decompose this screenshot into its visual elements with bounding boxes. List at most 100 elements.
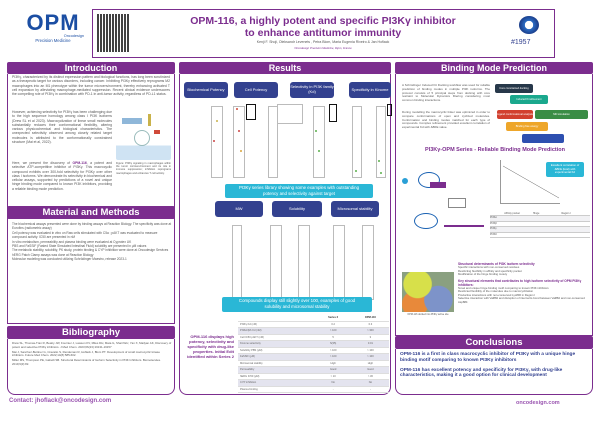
table-cell: > 100: [367, 348, 374, 352]
footer-url[interactable]: oncodesign.com: [516, 400, 560, 406]
structural-determinants: Structural determinants of PI3K isoform …: [458, 262, 585, 304]
methods-list: The biochemical assays presented were do…: [12, 222, 172, 262]
docking-caption: OPM-116 docked into PI3Kγ active site: [407, 313, 449, 316]
conclusions-header: Conclusions: [395, 336, 593, 349]
methods-header: Material and Methods: [7, 206, 175, 219]
plot-biochemical-a: [211, 106, 223, 178]
opm-logo: OPM Oncodesign Precision Medicine: [26, 10, 84, 44]
data-point: [236, 108, 238, 110]
highlight-box: [246, 104, 256, 120]
plot-solubility-b: [298, 225, 310, 300]
contact-email[interactable]: Contact: jhoflack@oncodesign.com: [9, 398, 112, 404]
table-cell: 5: [332, 335, 334, 339]
introduction-header: Introduction: [7, 62, 175, 74]
flow-step-4: MD simulation: [535, 110, 588, 119]
plot-stability-b: [362, 225, 374, 300]
data-point: [318, 150, 320, 152]
regression-line: [502, 165, 560, 199]
bibliography-header: Bibliography: [7, 326, 175, 339]
table-cell: > 100: [367, 355, 374, 359]
table-cell: > 100: [329, 348, 337, 352]
data-point: [355, 170, 357, 172]
table-cell: -: [332, 387, 334, 391]
table-cell: hERG IC50 (µM): [240, 374, 260, 378]
introduction-section: [7, 74, 175, 324]
table-cell: No: [331, 381, 335, 385]
table-row: FaSSIF (µM) > 100 > 100: [238, 354, 389, 361]
table-cell: PI3Kα/β/δ Kd (nM): [240, 329, 262, 333]
table-row: PI3Kα/β/δ Kd (nM) > 100 > 300: [238, 328, 389, 335]
pill-biochemical-potency: Biochemical Potency: [184, 82, 228, 98]
data-point: [240, 150, 242, 152]
table-cell: > 300: [367, 329, 374, 333]
conclusions-section: [395, 349, 593, 395]
table-cell: Plasma binding: [240, 387, 258, 391]
table-cell: CYP inhibition: [240, 381, 257, 385]
table-cell: FaSSIF (µM): [240, 355, 255, 359]
table-cell: Microsomal stability: [240, 361, 263, 365]
table-cell: 0.01: [367, 342, 373, 346]
binding-mode-header: Binding Mode Prediction: [395, 62, 593, 74]
bibliography-section: [7, 339, 175, 395]
flow-step-6: [522, 134, 564, 143]
data-point: [213, 140, 215, 142]
table-cell: Solubility PBS (µM): [240, 348, 263, 352]
flow-step-5: Binding free energy: [506, 122, 548, 131]
data-point: [378, 160, 380, 162]
pill-specificity: Specificity in Kinome: [349, 82, 391, 98]
pathway-figure: [116, 112, 171, 160]
binding-mode-section: [395, 74, 593, 336]
title-box: OPM-116, a highly potent and specific PI…: [92, 9, 555, 58]
pill-microsomal-stability: Microsomal stability: [331, 201, 379, 217]
table-cell: No: [368, 381, 373, 385]
table-cell: Permeability: [240, 368, 255, 372]
table-cell: Good: [329, 368, 337, 372]
intro-paragraph-3: Here, we present the discovery of OPM-11…: [12, 161, 112, 191]
plot-solubility-a: [270, 225, 282, 300]
pill-solubility: Solubility: [272, 201, 322, 217]
data-point: [380, 172, 382, 174]
table-cell: 0.3: [368, 322, 373, 326]
plot-selectivity: [313, 106, 325, 178]
table-cell: 0.2: [331, 322, 335, 326]
table-row: Plasma binding - -: [238, 387, 389, 393]
plot-kinome-b: [376, 106, 386, 178]
table-cell: > 100: [329, 355, 337, 359]
results-section: [179, 74, 391, 395]
results-header: Results: [179, 62, 391, 74]
binding-paragraph-2: During modelling the macrocyclic linker …: [402, 110, 490, 130]
pill-selectivity: Selectivity in PI3K family (Kd): [290, 82, 334, 98]
table-row: CYP inhibition No No: [238, 380, 389, 387]
intro-paragraph-1: PI3Kγ, characterized by its distinct exp…: [12, 75, 170, 97]
poster-title: OPM-116, a highly potent and specific PI…: [190, 15, 456, 39]
plot-biochemical-b: [233, 106, 245, 178]
bibliography-list: Drew SL, Thomas-Tran R, Beatty JW, Fourn…: [12, 341, 172, 366]
authors: Kenji F. Shoji, Oleksandr Levenets , Pet…: [256, 40, 390, 44]
plot-stability-a: [333, 225, 345, 300]
poster-number: #1957: [511, 39, 531, 46]
results-banner-2: Compounds display still slightly over 10…: [222, 297, 372, 312]
table-cell: S(35): [329, 342, 337, 346]
results-callout: OPM-116 displays high potency, selectivi…: [187, 334, 234, 359]
pill-mw: MW: [215, 201, 263, 217]
data-point: [315, 130, 317, 132]
flow-step-3: Ligand conformational analysis: [497, 110, 533, 119]
qr-code[interactable]: [97, 14, 129, 52]
table-cell: > 100: [329, 329, 337, 333]
plot-kinome-a: [352, 106, 362, 178]
binding-subtitle: PI3Kγ-OPM Series - Reliable Binding Mode…: [425, 147, 565, 153]
conclusions-list: OPM-116 is a first in class macrocyclic …: [400, 352, 576, 379]
highlight-box: [387, 104, 392, 116]
plot-mw: [232, 225, 242, 300]
correlation-note: Excellent correlation of ΔBFE (kcal) wit…: [546, 162, 584, 177]
pill-cell-potency: Cell Potency: [234, 82, 278, 98]
table-cell: -: [369, 387, 371, 391]
intro-paragraph-2: However, achieving selectivity for PI3Kγ…: [12, 110, 112, 145]
table-cell: 3: [369, 335, 372, 339]
table-cell: PI3Kγ Kd (nM): [240, 322, 257, 326]
